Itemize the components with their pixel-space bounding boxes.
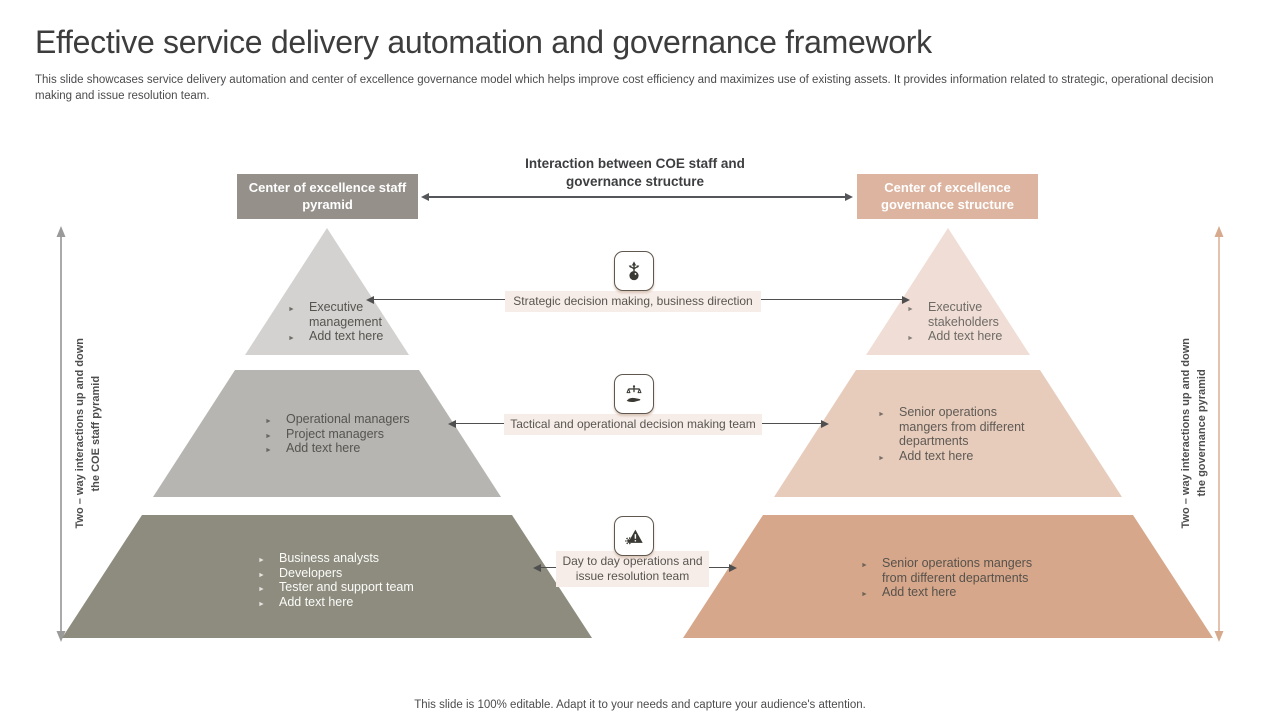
list-item: Operational managers	[264, 412, 444, 429]
right-header-box[interactable]: Center of excellence governance structur…	[857, 174, 1038, 219]
arrowhead-right-icon	[902, 295, 910, 304]
row1-label-text: Strategic decision making, business dire…	[513, 294, 753, 308]
balance-scale-hand-icon	[626, 385, 642, 403]
row1-left-arrow	[366, 295, 505, 304]
list-item: Add text here	[877, 449, 1042, 466]
row1-label[interactable]: Strategic decision making, business dire…	[505, 291, 761, 312]
left-header-label: Center of excellence staff pyramid	[248, 179, 407, 212]
list-item: Business analysts	[257, 551, 447, 568]
list-item: Add text here	[287, 329, 387, 346]
arrowhead-right-icon	[729, 563, 737, 572]
row2-right-arrow	[762, 419, 829, 428]
arrowhead-left-icon	[533, 563, 541, 572]
list-item: Project managers	[264, 427, 444, 444]
footer-note: This slide is 100% editable. Adapt it to…	[414, 699, 866, 711]
list-item: Add text here	[860, 585, 1055, 602]
row3-left-arrow	[533, 563, 556, 572]
list-item: Senior operations mangers from different…	[877, 405, 1042, 449]
interaction-heading: Interaction between COE staff and govern…	[525, 156, 745, 190]
issue-alert-icon	[625, 529, 643, 545]
arrowhead-right-icon	[821, 419, 829, 428]
list-item: Tester and support team	[257, 580, 447, 597]
left-header-box[interactable]: Center of excellence staff pyramid	[237, 174, 418, 219]
left-tier2-list: Operational managers Project managers Ad…	[264, 412, 444, 458]
list-item: Senior operations mangers from different…	[860, 556, 1055, 585]
left-axis-double-arrow	[56, 226, 66, 642]
header-double-arrow	[421, 192, 853, 201]
arrowhead-right-icon	[845, 192, 853, 201]
right-tier2-list: Senior operations mangers from different…	[877, 405, 1042, 466]
balance-scale-hand-icon-tile[interactable]	[614, 374, 654, 414]
row1-right-arrow	[761, 295, 910, 304]
row2-left-arrow	[448, 419, 504, 428]
left-tier3-list: Business analysts Developers Tester and …	[257, 551, 447, 612]
arrowhead-left-icon	[366, 295, 374, 304]
right-tier1-list: Executive stakeholders Add text here	[906, 300, 1011, 346]
left-tier1-list: Executive management Add text here	[287, 300, 387, 346]
page-title: Effective service delivery automation an…	[35, 24, 932, 60]
growth-icon-tile[interactable]	[614, 251, 654, 291]
right-axis-double-arrow	[1214, 226, 1224, 642]
page-subtitle: This slide showcases service delivery au…	[35, 74, 1214, 102]
list-item: Add text here	[257, 595, 447, 612]
right-header-label: Center of excellence governance structur…	[881, 179, 1014, 212]
list-item: Add text here	[264, 441, 444, 458]
list-item: Add text here	[906, 329, 1011, 346]
list-item: Executive management	[287, 300, 387, 329]
arrowhead-left-icon	[448, 419, 456, 428]
row2-label[interactable]: Tactical and operational decision making…	[504, 414, 762, 435]
row3-label[interactable]: Day to day operations and issue resoluti…	[556, 551, 709, 587]
list-item: Developers	[257, 566, 447, 583]
right-tier3-list: Senior operations mangers from different…	[860, 556, 1055, 602]
list-item: Executive stakeholders	[906, 300, 1011, 329]
row3-label-text: Day to day operations and issue resoluti…	[562, 554, 703, 583]
arrowhead-left-icon	[421, 192, 429, 201]
growth-icon	[628, 261, 640, 281]
issue-alert-icon-tile[interactable]	[614, 516, 654, 556]
row2-label-text: Tactical and operational decision making…	[510, 417, 756, 431]
row3-right-arrow	[709, 563, 737, 572]
